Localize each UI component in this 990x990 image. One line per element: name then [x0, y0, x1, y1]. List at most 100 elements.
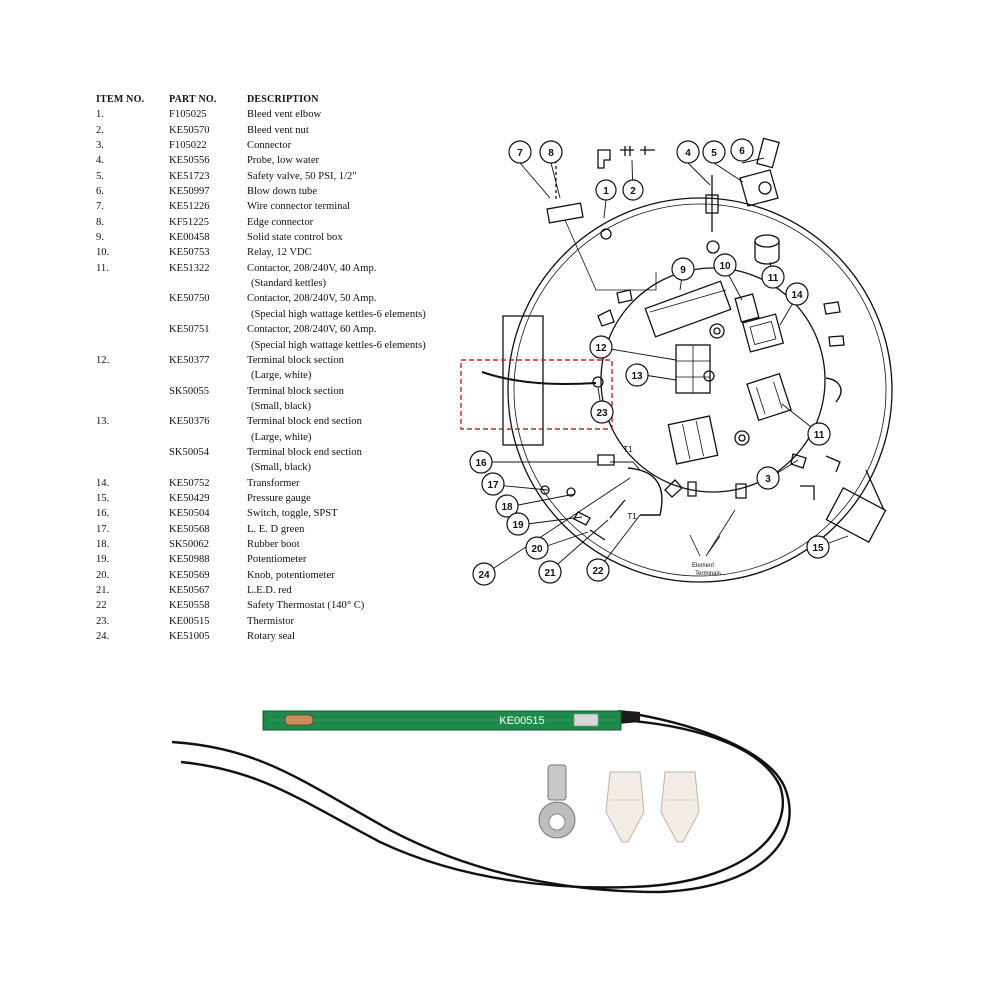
- callout-22-label: 22: [592, 566, 604, 577]
- item-no-cell: 1.: [96, 109, 104, 121]
- mounting-bracket: [502, 315, 544, 446]
- callout-4-label: 4: [685, 148, 691, 159]
- callout-21-label: 21: [544, 568, 556, 579]
- item-no-cell: 7.: [96, 201, 104, 213]
- description-cell: (Large, white): [251, 370, 312, 382]
- description-cell: Potentiometer: [247, 554, 307, 566]
- description-cell: Rubber boot: [247, 538, 300, 550]
- description-cell: Knob, potentiometer: [247, 569, 335, 581]
- wire-1: [171, 710, 791, 894]
- description-cell: Wire connector terminal: [247, 201, 351, 213]
- item-no-cell: 14.: [96, 477, 110, 489]
- callout-1: [595, 179, 617, 201]
- callout-6: [730, 138, 754, 162]
- callout-7: [508, 140, 532, 164]
- item-no-cell: 17.: [96, 523, 110, 535]
- description-cell: Bleed vent nut: [247, 124, 309, 136]
- description-cell: (Special high wattage kettles-6 elements…: [251, 339, 426, 351]
- callout-23: [590, 400, 614, 424]
- item-no-cell: 4.: [96, 155, 104, 167]
- callout-6-label: 6: [739, 146, 745, 157]
- item-no-cell: 8.: [96, 216, 104, 228]
- item-no-cell: 11.: [96, 262, 109, 274]
- callout-5: [702, 140, 726, 164]
- thermistor-highlight-box: [460, 359, 613, 430]
- callout-8: [539, 140, 563, 164]
- callout-15-label: 15: [812, 543, 824, 554]
- description-cell: Safety Thermostat (140° C): [247, 600, 365, 612]
- description-cell: Blow down tube: [247, 186, 318, 198]
- part-no-cell: KE50988: [169, 554, 210, 566]
- callout-14-label: 14: [791, 290, 803, 301]
- description-cell: Relay, 12 VDC: [247, 247, 312, 259]
- callout-4: [676, 140, 700, 164]
- description-cell: L. E. D green: [247, 523, 305, 535]
- part-no-cell: KE50556: [169, 155, 210, 167]
- kettle-outer-rim: [507, 197, 893, 583]
- description-cell: Terminal block section: [247, 385, 344, 397]
- item-no-cell: 24.: [96, 631, 110, 643]
- callout-7-label: 7: [517, 148, 523, 159]
- control-box: [644, 280, 732, 338]
- callout-17: [481, 472, 505, 496]
- item-no-cell: 23.: [96, 615, 110, 627]
- callout-11b: [807, 422, 831, 446]
- callout-11a: [761, 265, 785, 289]
- item-no-cell: 5.: [96, 170, 104, 182]
- callout-21: [538, 560, 562, 584]
- thermistor-pcb: [262, 710, 622, 731]
- callout-11a-label: 11: [768, 273, 779, 284]
- description-cell: (Small, black): [251, 462, 312, 474]
- item-no-cell: 16.: [96, 508, 110, 520]
- item-no-cell: 22: [96, 600, 107, 612]
- description-cell: (Large, white): [251, 431, 312, 443]
- description-cell: Contactor, 208/240V, 50 Amp.: [247, 293, 377, 305]
- description-cell: Connector: [247, 140, 292, 152]
- element-terminals-label-1: Element: [692, 563, 714, 569]
- part-no-cell: F105025: [169, 109, 207, 121]
- pcb-label: KE00515: [499, 715, 544, 727]
- part-no-cell: KE50997: [169, 186, 210, 198]
- header-part-no: PART NO.: [169, 94, 217, 105]
- description-cell: Contactor, 208/240V, 40 Amp.: [247, 262, 377, 274]
- callout-24-label: 24: [478, 570, 490, 581]
- callout-19-label: 19: [512, 520, 524, 531]
- callout-19: [506, 512, 530, 536]
- part-no-cell: KE51322: [169, 262, 210, 274]
- item-no-cell: 9.: [96, 232, 104, 244]
- ring-terminal: [538, 764, 576, 839]
- wire-connector-2: [660, 771, 700, 843]
- header-item-no: ITEM NO.: [96, 94, 145, 105]
- part-no-cell: KE50568: [169, 523, 210, 535]
- part-no-cell: KE50752: [169, 477, 210, 489]
- t1-label-1: T1: [623, 445, 633, 454]
- part-no-cell: SK50062: [169, 538, 210, 550]
- item-no-cell: 2.: [96, 124, 104, 136]
- callout-14: [785, 282, 809, 306]
- callout-5-label: 5: [711, 148, 717, 159]
- part-no-cell: KE50429: [169, 492, 210, 504]
- item-no-cell: 13.: [96, 416, 110, 428]
- part-no-cell: SK50055: [169, 385, 210, 397]
- callout-18: [495, 494, 519, 518]
- description-cell: (Small, black): [251, 400, 312, 412]
- header-description: DESCRIPTION: [247, 94, 319, 105]
- item-no-cell: 20.: [96, 569, 110, 581]
- callout-16-label: 16: [475, 458, 487, 469]
- wire-connector-1: [605, 771, 645, 843]
- callout-9: [671, 257, 695, 281]
- part-no-cell: KE50377: [169, 354, 210, 366]
- callout-13: [625, 363, 649, 387]
- callout-8-label: 8: [548, 148, 554, 159]
- item-no-cell: 6.: [96, 186, 104, 198]
- part-no-cell: KE50753: [169, 247, 210, 259]
- description-cell: Safety valve, 50 PSI, 1/2": [247, 170, 357, 182]
- part-no-cell: KE50569: [169, 569, 210, 581]
- description-cell: Solid state control box: [247, 232, 343, 244]
- description-cell: Terminal block section: [247, 354, 344, 366]
- part-no-cell: KE50504: [169, 508, 210, 520]
- item-no-cell: 12.: [96, 354, 110, 366]
- callout-13-label: 13: [631, 371, 643, 382]
- description-cell: Terminal block end section: [247, 416, 362, 428]
